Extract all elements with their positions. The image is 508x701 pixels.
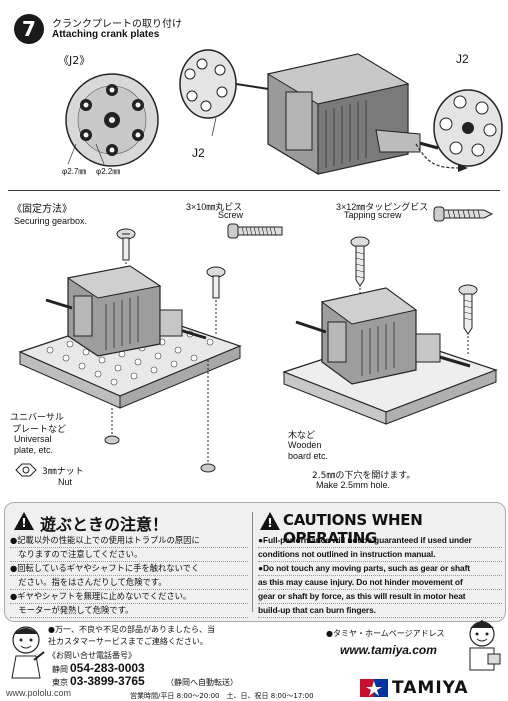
step-title-en: Attaching crank plates: [52, 29, 160, 40]
j2-plate-detail: [65, 73, 159, 167]
contact-title: 《お問い合せ電話番号》: [48, 651, 136, 660]
tamiya-mascot-icon: [469, 620, 501, 671]
screw2-label-jp: 3×12㎜タッピングビス: [336, 202, 429, 212]
universal-plate-mount-illustration: [15, 228, 242, 477]
caution-en-line: ●Do not touch any moving parts, such as …: [258, 562, 502, 576]
tamiya-star-icon: [360, 679, 388, 697]
caution-jp-line: ●回転しているギヤやシャフトに手を触れないでく: [10, 562, 248, 576]
cautions-panel: [4, 502, 506, 622]
caution-jp-line: モーターが発熱して危険です。: [10, 604, 248, 618]
universal-plate-jp-1: ユニバーサル: [10, 413, 64, 423]
cautions-title-en: CAUTIONS WHEN OPERATING: [283, 511, 423, 547]
securing-title-en: Securing gearbox.: [14, 216, 88, 226]
customer-service-mascot-icon: [11, 626, 45, 679]
tamiya-logo: [356, 678, 500, 698]
caution-jp-line: ださい。指をはさんだりして危険です。: [10, 576, 248, 590]
gearbox-crank-plate-illustration: [179, 49, 503, 175]
screw1-label-en: Screw: [218, 210, 244, 220]
caution-en-line: gear or shaft by force, as this will res…: [258, 590, 502, 604]
phone-number-1: 054-283-0003: [70, 661, 145, 675]
hole-note-jp: 2.5㎜の下穴を開けます。: [312, 471, 416, 481]
wooden-board-en-2: board etc.: [288, 451, 329, 461]
cautions-divider: [252, 512, 253, 612]
j2-label-left: J2: [192, 146, 205, 160]
screw2-label-en: Tapping screw: [344, 210, 402, 220]
homepage-url[interactable]: www.tamiya.com: [340, 643, 437, 657]
screw1-label-jp: 3×10㎜丸ビス: [186, 202, 243, 212]
warning-triangle-icon: !: [260, 512, 280, 530]
phone-city-1: 静岡: [52, 665, 68, 674]
footer-notice-2: 社カスタマーサービスまでご連絡ください。: [48, 637, 208, 646]
wooden-board-jp: 木など: [288, 431, 316, 441]
j2-hole-size-1: φ2.7㎜: [62, 167, 87, 176]
j2-box-label: 《J2》: [58, 54, 91, 67]
warning-triangle-icon: !: [14, 512, 34, 530]
section-divider: [8, 190, 500, 191]
phone-city-2: 東京: [52, 678, 68, 687]
caution-en-line: conditions not outlined in instruction m…: [258, 548, 502, 562]
universal-plate-en-2: plate, etc.: [14, 445, 54, 455]
wooden-board-en-1: Wooden: [288, 440, 322, 450]
footer-notice-1: ●万一、不良や不足の部品がありましたら、当: [48, 625, 215, 634]
universal-plate-en-1: Universal: [14, 434, 52, 444]
wooden-board-mount-illustration: [282, 236, 498, 425]
nut-label-en: Nut: [58, 477, 73, 487]
cautions-jp-list: ●記載以外の性能以上での使用はトラブルの原因に なりますので注意してください。 …: [10, 534, 248, 618]
universal-plate-jp-2: プレートなど: [12, 425, 67, 435]
caution-jp-line: ●記載以外の性能以上での使用はトラブルの原因に: [10, 534, 248, 548]
caution-en-line: as this may cause injury. Do not hinder …: [258, 576, 502, 590]
homepage-label: ●タミヤ・ホームページアドレス: [326, 629, 445, 638]
caution-jp-line: ●ギヤやシャフトを無理に止めないでください。: [10, 590, 248, 604]
cautions-en-list: ●Full-performance will not be guaranteed…: [258, 534, 502, 618]
tapping-screw-icon: [433, 206, 494, 222]
j2-label-right: J2: [456, 52, 469, 66]
step-number-badge: 7: [14, 14, 44, 44]
hole-note-en: Make 2.5mm hole.: [316, 480, 391, 490]
cautions-title-jp: 遊ぶときの注意！: [40, 515, 169, 534]
business-hours: 営業時間/平日 8:00〜20:00 土、日、祝日 8:00〜17:00: [130, 692, 314, 700]
caution-en-line: build-up that can burn fingers.: [258, 604, 502, 618]
nut-label-jp: 3㎜ナット: [42, 467, 84, 477]
caution-jp-line: なりますので注意してください。: [10, 548, 248, 562]
tamiya-brand-text: TAMIYA: [392, 678, 469, 698]
j2-hole-size-2: φ2.2㎜: [96, 167, 121, 176]
watermark-url: www.pololu.com: [6, 688, 72, 698]
phone-auto-forward-note: （静岡へ自動転送）: [166, 678, 238, 687]
securing-title-jp: 《固定方法》: [12, 204, 72, 215]
screw-icon: [227, 223, 283, 239]
caution-en-line: ●Full-performance will not be guaranteed…: [258, 534, 502, 548]
step-title-jp: クランクプレートの取り付け: [52, 19, 182, 30]
phone-number-2: 03-3899-3765: [70, 674, 145, 688]
